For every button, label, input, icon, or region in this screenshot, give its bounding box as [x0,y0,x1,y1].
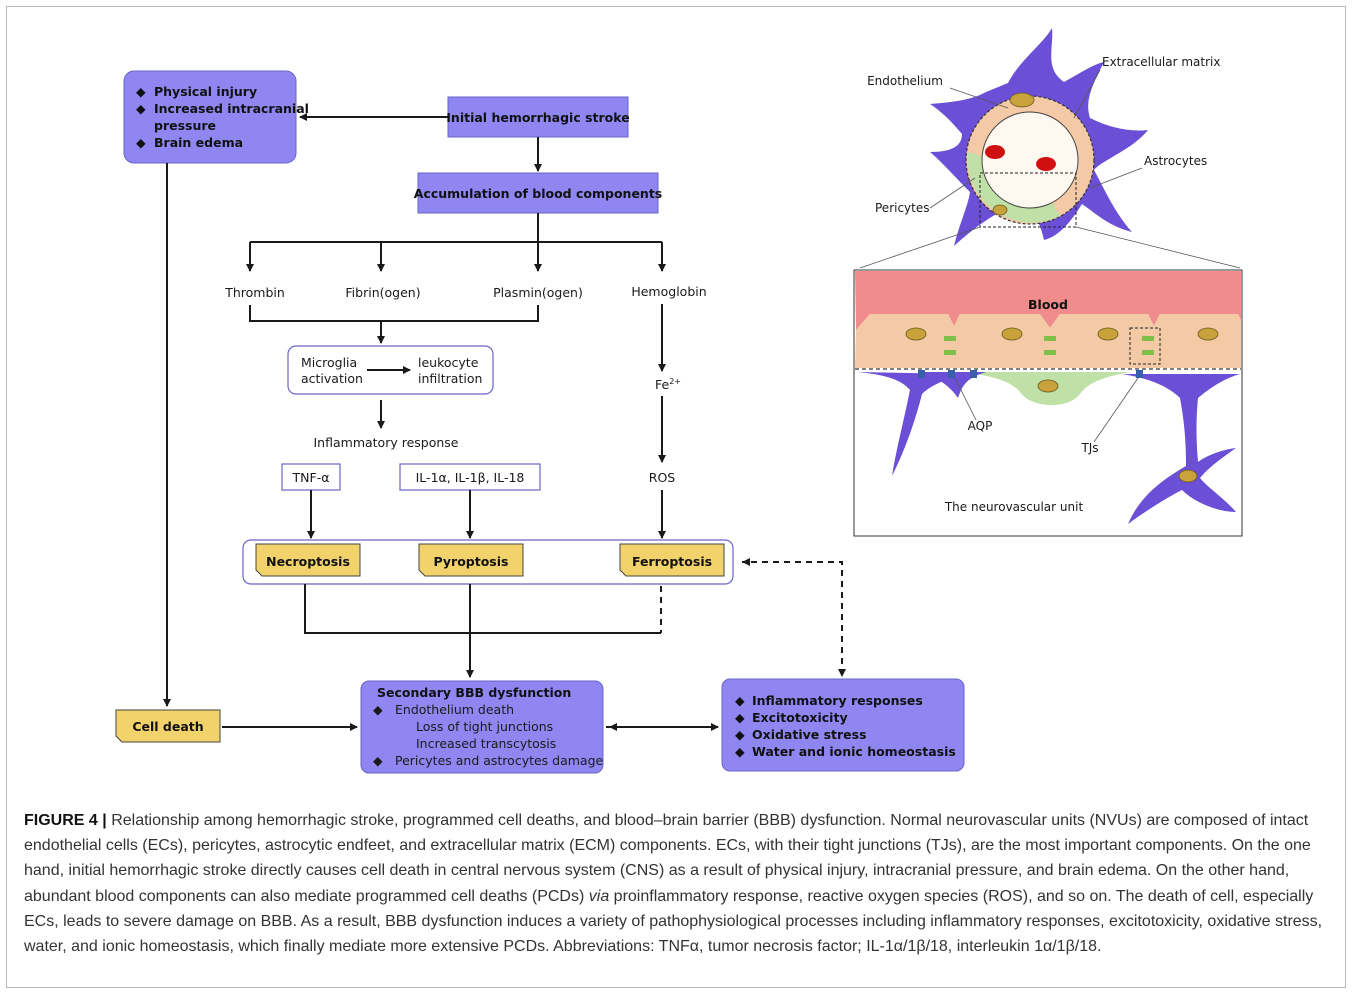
figure-number: FIGURE 4 [24,812,98,829]
injury-diamond-1: ◆ [136,84,146,99]
blood-label: Blood [1028,297,1068,312]
connectors [163,113,846,731]
caption-separator: | [102,812,107,829]
figure-diagram: ◆ Physical injury ◆ Increased intracrani… [115,28,1243,774]
pericytes-label: Pericytes [875,201,930,215]
tnf-label: TNF-α [292,470,330,485]
secondary-line-4: Pericytes and astrocytes damage [395,753,604,768]
outcome-4: Water and ionic homeostasis [752,744,956,759]
fe-label: Fe2+ [655,377,681,392]
injury-item-2a: Increased intracranial [154,101,309,116]
injury-diamond-3: ◆ [136,135,146,150]
accumulation-label: Accumulation of blood components [414,186,662,201]
nvu-panel [853,269,1243,537]
outcome-2: Excitotoxicity [752,710,848,725]
initial-stroke-label: Initial hemorrhagic stroke [446,110,629,125]
microglia-line-1: Microglia [301,355,357,370]
figure-frame [6,6,1346,988]
hemoglobin-label: Hemoglobin [631,284,706,299]
outcome-3: Oxidative stress [752,727,867,742]
secondary-line-2: Loss of tight junctions [416,719,553,734]
secondary-bbb-box: Secondary BBB dysfunction ◆ Endothelium … [360,680,604,774]
outcome-1: Inflammatory responses [752,693,923,708]
caption-text-1: Relationship among hemorrhagic stroke, p… [24,812,1311,905]
injury-box: ◆ Physical injury ◆ Increased intracrani… [123,70,309,164]
outcomes-box: ◆ Inflammatory responses ◆ Excitotoxicit… [721,678,965,772]
ros-label: ROS [649,470,676,485]
injury-item-2b: pressure [154,118,216,133]
leukocyte-line-1: leukocyte [418,355,479,370]
secondary-line-1: Endothelium death [395,702,514,717]
tjs-label: TJs [1080,441,1098,455]
inflammatory-response-label: Inflammatory response [314,435,459,450]
thrombin-label: Thrombin [224,285,285,300]
ferroptosis-label: Ferroptosis [632,554,712,569]
necroptosis-box: Necroptosis [255,543,361,577]
secondary-diamond-2: ◆ [373,753,383,768]
fibrin-label: Fibrin(ogen) [345,285,420,300]
aqp-label: AQP [968,419,993,433]
secondary-diamond-1: ◆ [373,702,383,717]
injury-diamond-2: ◆ [136,101,146,116]
injury-item-3: Brain edema [154,135,243,150]
plasmin-label: Plasmin(ogen) [493,285,583,300]
outcome-diamond-4: ◆ [735,744,745,759]
pyroptosis-box: Pyroptosis [418,543,524,577]
il-label: IL-1α, IL-1β, IL-18 [416,470,525,485]
initial-stroke-box: Initial hemorrhagic stroke [446,96,630,138]
vessel-leader-lines [859,69,1241,269]
necroptosis-label: Necroptosis [266,554,350,569]
accumulation-box: Accumulation of blood components [414,172,662,214]
extracellular-matrix-label: Extracellular matrix [1102,55,1220,69]
outcome-diamond-3: ◆ [735,727,745,742]
secondary-title: Secondary BBB dysfunction [377,685,571,700]
outcome-diamond-1: ◆ [735,693,745,708]
figure-caption: FIGURE 4 | Relationship among hemorrhagi… [24,808,1330,959]
microglia-line-2: activation [301,371,363,386]
nvu-title-label: The neurovascular unit [944,500,1084,514]
caption-via: via [588,887,610,905]
leukocyte-line-2: infiltration [418,371,482,386]
tnf-box: TNF-α [281,463,341,491]
cell-death-label: Cell death [132,719,203,734]
il-box: IL-1α, IL-1β, IL-18 [399,463,541,491]
pyroptosis-label: Pyroptosis [434,554,509,569]
injury-item-1: Physical injury [154,84,257,99]
cell-death-box: Cell death [115,709,221,743]
endothelium-label: Endothelium [867,74,943,88]
outcome-diamond-2: ◆ [735,710,745,725]
secondary-line-3: Increased transcytosis [416,736,556,751]
ferroptosis-box: Ferroptosis [619,543,725,577]
caption-text-2: proinflammatory response, reactive oxyge… [24,887,1323,956]
astrocytes-label: Astrocytes [1144,154,1207,168]
